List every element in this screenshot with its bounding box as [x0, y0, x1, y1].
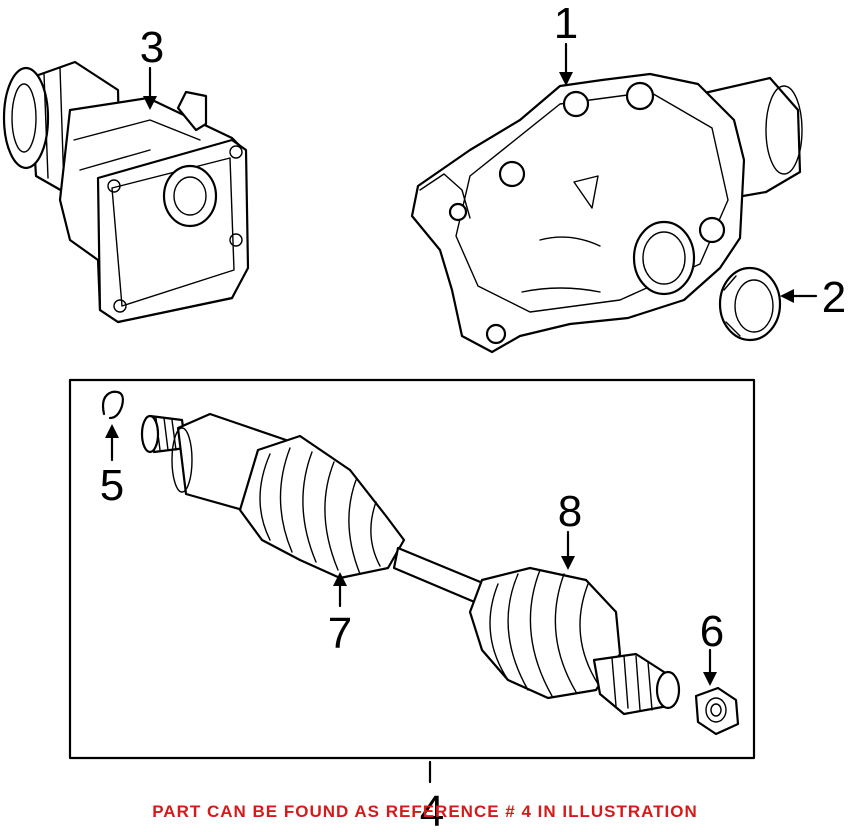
- callout-3: 3: [140, 23, 164, 72]
- part-4-frame: [68, 378, 756, 760]
- callout-5: 5: [100, 461, 124, 510]
- callout-7: 7: [328, 609, 352, 658]
- transfer-case-housing: [2, 60, 250, 324]
- callout-4: 4: [420, 787, 444, 832]
- axle-nut: [694, 686, 740, 736]
- callout-8: 8: [558, 487, 582, 536]
- reference-caption: PART CAN BE FOUND AS REFERENCE # 4 IN IL…: [152, 802, 698, 821]
- leader-lines: [105, 42, 818, 784]
- callout-6: 6: [700, 607, 724, 656]
- callout-1: 1: [554, 0, 578, 48]
- callout-2: 2: [822, 273, 846, 322]
- retaining-ring: [101, 390, 124, 420]
- axle-seal: [718, 266, 782, 342]
- differential-housing: [410, 72, 803, 354]
- cv-axle-shaft: [140, 412, 681, 716]
